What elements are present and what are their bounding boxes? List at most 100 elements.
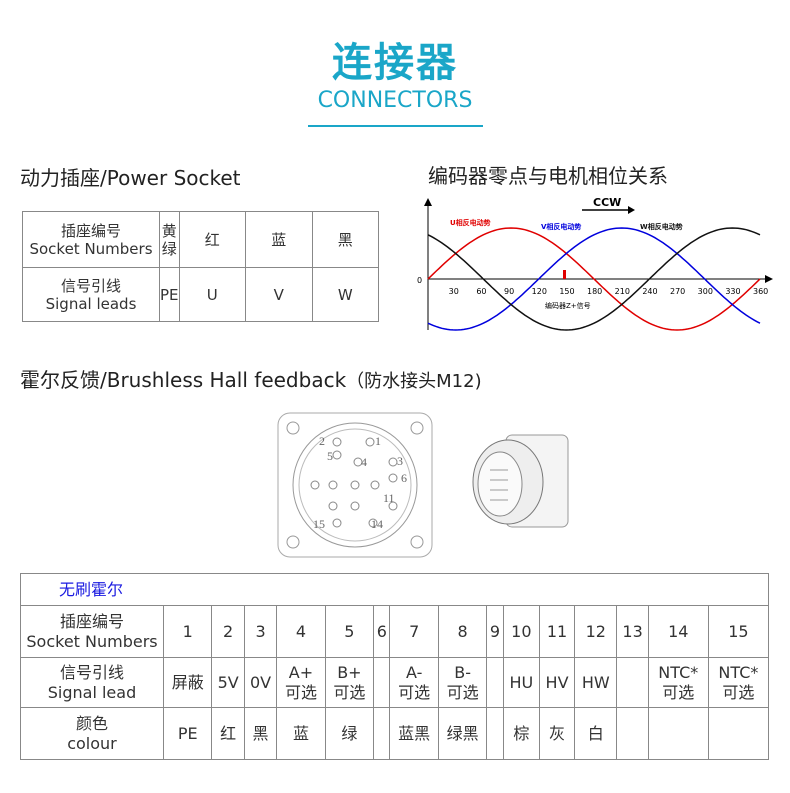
cell: 黄绿 [159,211,180,268]
pin-label: 3 [397,454,403,468]
pin-label: 1 [375,434,381,448]
connector-side-view [472,434,569,528]
cell: 黑 [311,211,379,268]
signal-lead: 屏蔽 [162,657,213,708]
socket-number: 11 [538,605,576,658]
x-tick-label: 180 [587,287,602,296]
signal-lead: 0V [243,657,278,708]
cell: 蓝 [245,211,313,268]
v-phase-curve [427,227,761,331]
x-tick-label: 30 [449,287,459,296]
signal-lead: HU [502,657,540,708]
signal-lead: NTC*可选 [647,657,709,708]
wire-colour: 绿 [324,707,375,760]
z-label: 编码器Z+信号 [545,301,591,310]
x-tick-label: 300 [698,287,713,296]
signal-lead: B+可选 [324,657,375,708]
wire-colour: 棕 [502,707,540,760]
hall-heading: 霍尔反馈/Brushless Hall feedback（防水接头M12) [20,368,482,392]
wire-colour [707,707,770,760]
pin [328,480,338,490]
cell: V [245,267,313,322]
socket-number: 7 [389,605,439,658]
pin [388,457,398,467]
zero-label: 0 [417,276,422,285]
socket-number: 5 [324,605,375,658]
pin [388,473,398,483]
z-signal-marker [563,270,566,279]
power-socket-heading: 动力插座/Power Socket [20,166,241,190]
encoder-heading: 编码器零点与电机相位关系 [428,164,668,188]
x-tick-label: 150 [559,287,574,296]
wire-colour [647,707,709,760]
pin-label: 2 [319,434,325,448]
wire-colour [486,707,504,760]
mount-hole [410,535,424,549]
pin [328,501,338,511]
signal-lead: HW [574,657,618,708]
socket-number: 4 [276,605,326,658]
wire-colour: 蓝黑 [389,707,439,760]
w-label: W相反电动势 [640,222,683,231]
u-phase-curve [427,227,761,331]
pin-face [477,451,523,517]
socket-number: 3 [243,605,278,658]
mount-hole [286,535,300,549]
pin [310,480,320,490]
pin-label: 4 [361,455,367,469]
signal-lead: HV [538,657,576,708]
wire-colour: 绿黑 [437,707,488,760]
pin-label: 15 [313,517,325,531]
socket-number: 10 [502,605,540,658]
pin-label: 5 [327,449,333,463]
page-title: 连接器 [332,40,458,86]
mount-hole [286,421,300,435]
x-tick-label: 90 [504,287,514,296]
ccw-arrowhead-icon [628,206,635,214]
connector-front-view: 12345610111415 [275,410,433,558]
w-phase-curve [427,227,761,331]
signal-lead [373,657,391,708]
wire-colour: PE [162,707,213,760]
u-label: U相反电动势 [450,218,491,227]
pin [332,437,342,447]
socket-number: 6 [373,605,391,658]
pin [365,437,375,447]
x-axis-arrow [765,275,773,283]
pin [368,518,378,528]
socket-number: 12 [574,605,618,658]
signal-lead: NTC*可选 [707,657,770,708]
cell: 红 [178,211,247,268]
page-subtitle: CONNECTORS [317,88,473,113]
pin [350,501,360,511]
cell: PE [159,267,180,322]
socket-number: 9 [486,605,504,658]
socket-number: 15 [707,605,770,658]
pin [370,480,380,490]
y-axis-arrow [424,198,432,206]
pin-label: 11 [383,491,395,505]
ccw-label: CCW [593,196,621,209]
wire-colour: 蓝 [276,707,326,760]
cell: W [311,267,379,322]
signal-lead: B-可选 [437,657,488,708]
wire-colour [373,707,391,760]
inner-ring [298,428,412,542]
outer-ring [292,422,418,548]
wire-colour: 灰 [538,707,576,760]
socket-number: 1 [162,605,213,658]
pin-label: 6 [401,471,407,485]
v-label: V相反电动势 [541,222,581,231]
signal-lead [616,657,649,708]
pin [332,518,342,528]
wire-colour: 红 [211,707,245,760]
x-tick-label: 270 [670,287,685,296]
flange [277,412,433,558]
